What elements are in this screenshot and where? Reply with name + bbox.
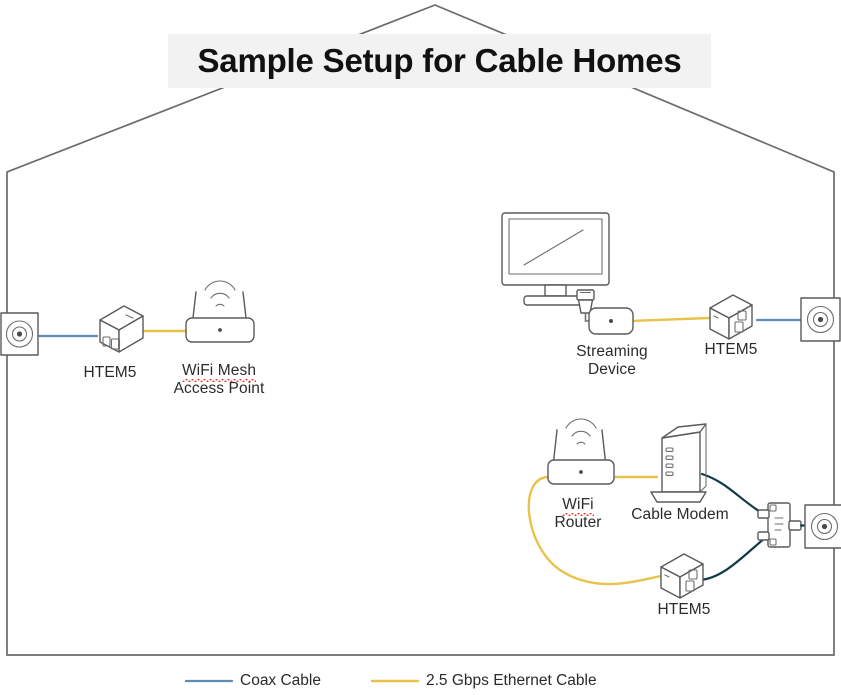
wifi-router[interactable] — [547, 418, 615, 485]
label-streaming-line2: Device — [588, 361, 636, 378]
label-htem5-tv: HTEM5 — [704, 341, 758, 358]
label-htem5-modem: HTEM5 — [657, 601, 711, 618]
legend-label-coax: Coax Cable — [240, 672, 321, 689]
htem5-adapter-modem[interactable] — [660, 553, 704, 599]
page-title: Sample Setup for Cable Homes — [197, 42, 682, 79]
coax-splitter[interactable] — [757, 502, 802, 548]
htem5-adapter-tv[interactable] — [709, 294, 753, 340]
tv-monitor — [501, 212, 610, 306]
wifi-mesh-access-point[interactable] — [185, 280, 255, 343]
label-wifi-mesh-line2: Access Point — [173, 380, 265, 397]
label-router-line2: Router — [554, 514, 602, 531]
cable-ethernet-streaming-to-htem5-tv — [629, 316, 711, 323]
house-outline — [6, 4, 835, 656]
htem5-adapter-left[interactable] — [99, 305, 144, 353]
streaming-device[interactable] — [588, 307, 634, 335]
label-router-line1: WiFi — [562, 496, 595, 516]
coax-wall-outlet-tv[interactable] — [800, 297, 841, 342]
label-streaming-line1: Streaming — [576, 343, 648, 360]
coax-wall-outlet-modem[interactable] — [804, 504, 841, 549]
cable-coax-htem5-to-splitter — [698, 536, 767, 582]
coax-wall-outlet-left[interactable] — [0, 312, 39, 356]
label-cable-modem: Cable Modem — [631, 506, 729, 523]
title-background-band — [168, 34, 711, 88]
legend-label-ethernet: 2.5 Gbps Ethernet Cable — [426, 672, 597, 689]
label-wifi-mesh-line1: WiFi Mesh — [181, 362, 257, 382]
label-htem5-left: HTEM5 — [83, 364, 137, 381]
cable-ethernet-router-to-htem5-modem — [527, 475, 663, 586]
cable-modem[interactable] — [650, 423, 707, 503]
